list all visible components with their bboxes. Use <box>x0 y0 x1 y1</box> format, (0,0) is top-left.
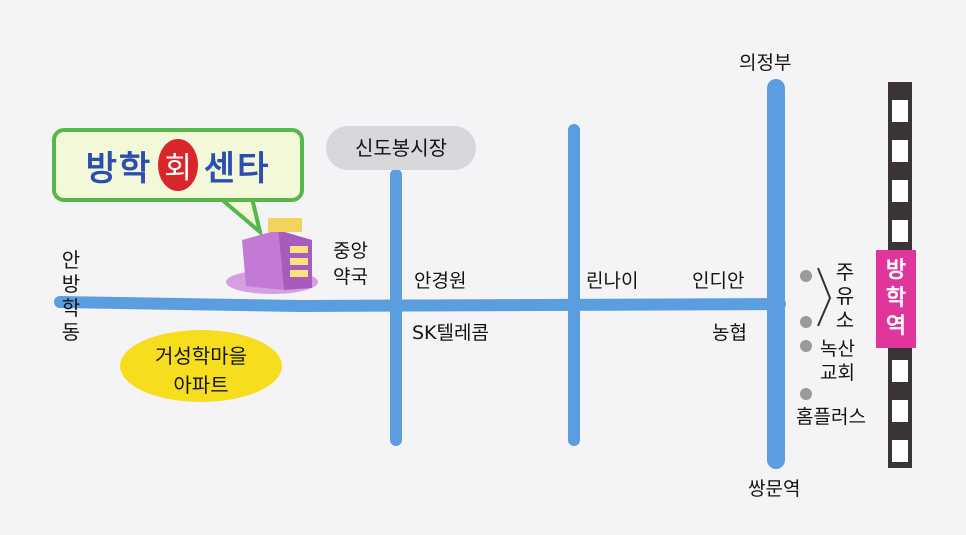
label-jungang-1: 중앙 <box>333 240 368 262</box>
landmark-dot-icon <box>800 388 812 400</box>
label-jungang-2: 약국 <box>333 266 368 288</box>
label-ssangmun-station: 쌍문역 <box>748 478 801 500</box>
sign-part1: 방학 <box>85 148 153 189</box>
label-sindobong-market: 신도봉시장 <box>326 126 476 170</box>
label-sk-telecom: SK텔레콤 <box>412 322 489 344</box>
label-uijeongbu: 의정부 <box>739 52 792 74</box>
banghak-station-badge: 방학역 <box>876 250 916 348</box>
label-anbanghak-dong: 안방학동 <box>61 248 81 344</box>
landmark-dot-icon <box>800 316 812 328</box>
label-apartment-1: 거성학마을 <box>155 344 247 368</box>
label-angyeongwon: 안경원 <box>414 270 467 292</box>
landmark-dot-icon <box>800 340 812 352</box>
sign-tail <box>214 196 264 238</box>
label-homeplus: 홈플러스 <box>796 406 866 428</box>
label-noksan-1: 녹산 <box>820 338 855 360</box>
label-indian: 인디안 <box>692 270 745 292</box>
label-nonghyup: 농협 <box>712 322 747 344</box>
main-road <box>54 296 786 313</box>
label-gas-station: 주유소 <box>835 260 855 332</box>
bracket <box>817 267 832 327</box>
label-apartment-2: 아파트 <box>173 373 229 397</box>
sign-hoe: 회 <box>158 139 198 191</box>
label-linnai: 린나이 <box>586 270 639 292</box>
label-noksan-2: 교회 <box>820 362 855 384</box>
restaurant-building-icon <box>226 218 318 294</box>
label-banghak-station: 방학역 <box>885 258 907 339</box>
landmark-dot-icon <box>800 270 812 282</box>
apartment-ellipse: 거성학마을 아파트 <box>120 330 282 402</box>
sign-part3: 센타 <box>203 148 271 189</box>
restaurant-sign: 방학 회 센타 <box>52 128 304 202</box>
